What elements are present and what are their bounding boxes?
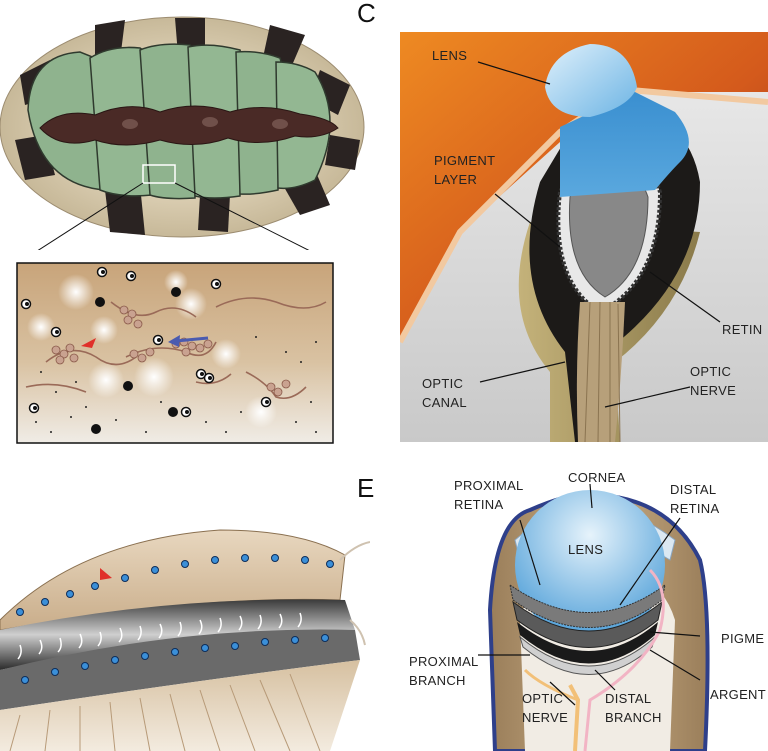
red-arrowhead	[81, 338, 96, 348]
label-proximal-branch-1: PROXIMAL	[409, 654, 479, 669]
tentacles	[17, 612, 302, 660]
label-optic-nerve-e-1: OPTIC	[522, 691, 563, 706]
label-proximal-branch-2: BRANCH	[409, 673, 466, 688]
proximal-retina	[512, 600, 663, 648]
zoom-inset-panel	[16, 262, 334, 444]
scallop-eyes	[16, 554, 334, 684]
zoom-line-left	[37, 182, 144, 250]
panel-e-letter: E	[357, 473, 375, 503]
label-proximal-retina-2: RETINA	[454, 497, 503, 512]
label-optic-canal-2: CANAL	[422, 395, 467, 410]
proximal-branch	[523, 668, 579, 702]
inset-ocelli	[20, 266, 272, 418]
label-optic-nerve-2: NERVE	[690, 383, 736, 398]
lower-valve	[0, 629, 360, 710]
panel-e: CORNEA PROXIMAL RETINA DISTAL RETINA LEN…	[409, 470, 766, 751]
distal-retina	[509, 583, 666, 628]
label-lens-e: LENS	[568, 542, 603, 557]
inset-speckles	[35, 336, 317, 433]
distal-branch	[583, 568, 665, 751]
label-distal-retina-1: DISTAL	[670, 482, 716, 497]
label-distal-retina-2: RETINA	[670, 501, 719, 516]
inset-glows	[27, 270, 277, 428]
lens-lower	[560, 92, 689, 197]
label-retina: RETIN	[722, 322, 763, 337]
label-proximal-retina-1: PROXIMAL	[454, 478, 524, 493]
inset-black-dots	[91, 287, 181, 434]
argentea	[519, 635, 656, 675]
panel-c-letter: C	[357, 0, 376, 28]
shell-tegmentum	[400, 32, 768, 342]
label-optic-canal-1: OPTIC	[422, 376, 463, 391]
shell-ribs	[9, 673, 321, 751]
label-optic-nerve-e-2: NERVE	[522, 710, 568, 725]
label-cornea: CORNEA	[568, 470, 625, 485]
label-pigment: PIGME	[721, 631, 764, 646]
red-arrowhead-scallop	[100, 568, 112, 580]
label-pigment-2: LAYER	[434, 172, 477, 187]
scallop-panel	[0, 529, 370, 751]
label-distal-branch-1: DISTAL	[605, 691, 651, 706]
chiton-dorsal-stripe	[39, 105, 339, 146]
panel-e-leaders	[478, 483, 701, 706]
label-pigment-1: PIGMENT	[434, 153, 495, 168]
blue-arrow	[168, 335, 209, 347]
pigment	[517, 622, 658, 664]
lens	[515, 490, 665, 640]
sensory-tentacles	[339, 541, 370, 646]
zoom-box	[142, 164, 176, 184]
label-lens: LENS	[432, 48, 467, 63]
zoom-line-right	[174, 182, 310, 250]
label-optic-nerve-1: OPTIC	[690, 364, 731, 379]
panel-c-leaders	[477, 61, 721, 408]
label-argent: ARGENT	[710, 687, 766, 702]
label-distal-branch-2: BRANCH	[605, 710, 662, 725]
lens	[545, 44, 637, 117]
chiton-panel	[0, 16, 365, 250]
panel-c: LENS PIGMENT LAYER RETIN OPTIC CANAL OPT…	[400, 32, 768, 442]
